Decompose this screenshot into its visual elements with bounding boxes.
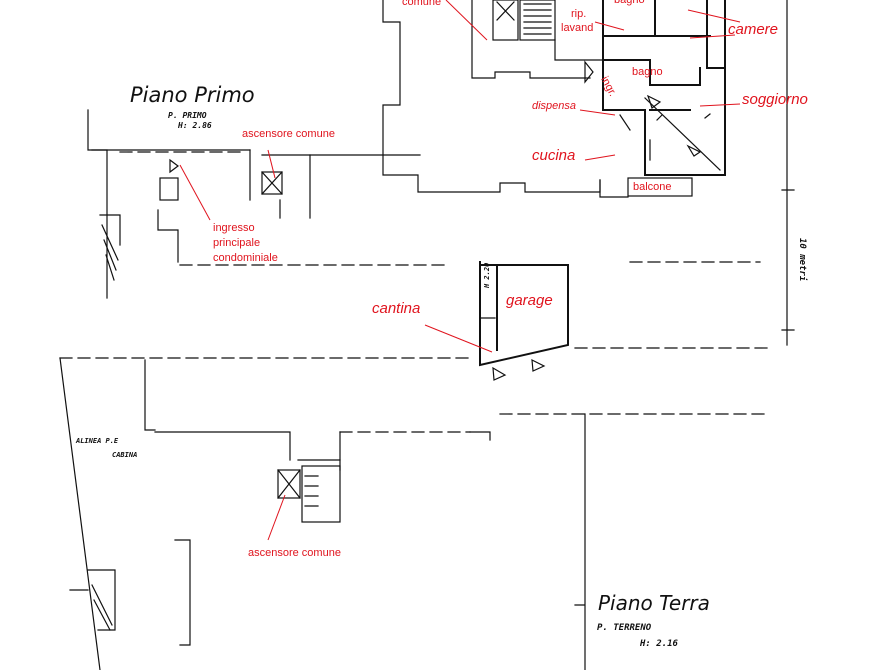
label-balcone: balcone <box>633 181 672 193</box>
first-floor-common-area <box>87 109 421 299</box>
label-camere: camere <box>728 21 779 38</box>
scale-bar <box>781 0 795 346</box>
first-floor-title: Piano Primo <box>130 83 255 107</box>
first-floor-stamp-name: P. PRIMO <box>168 111 207 120</box>
annotation-leaders <box>179 0 741 541</box>
scale-bar-label: 10 metri <box>797 238 807 282</box>
ground-floor-stamp-name: P. TERRENO <box>597 623 652 633</box>
ground-floor-building <box>59 357 586 670</box>
label-comune: comune <box>402 0 442 8</box>
label-ingresso-2: principale <box>213 237 261 249</box>
label-bagno: bagno <box>632 66 663 78</box>
label-soggiorno: soggiorno <box>742 91 808 108</box>
label-garage: garage <box>506 292 553 309</box>
cantina-height: H 2.20 <box>483 262 491 288</box>
label-rip: rip. <box>571 8 587 20</box>
first-floor-building <box>382 0 726 198</box>
label-cantina: cantina <box>372 300 421 317</box>
label-bagno-top: bagno <box>614 0 645 6</box>
note-cabina: CABINA <box>112 451 138 459</box>
first-floor-stamp-height: H: 2.86 <box>178 121 212 130</box>
label-ascensore-bottom: ascensore comune <box>248 547 341 559</box>
cantina-garage-block <box>479 261 569 381</box>
label-dispensa: dispensa <box>532 100 577 112</box>
ground-floor-stamp-height: H: 2.16 <box>640 639 678 649</box>
label-ingresso-3: condominiale <box>213 252 278 264</box>
boundary-lines <box>59 261 771 433</box>
note-alinea: ALINEA P.E <box>76 437 119 445</box>
label-ingresso-1: ingresso <box>213 222 255 234</box>
label-ascensore-top: ascensore comune <box>242 128 335 140</box>
label-cucina: cucina <box>532 147 576 164</box>
ground-floor-title: Piano Terra <box>598 591 710 615</box>
label-lavand: lavand <box>561 22 594 34</box>
